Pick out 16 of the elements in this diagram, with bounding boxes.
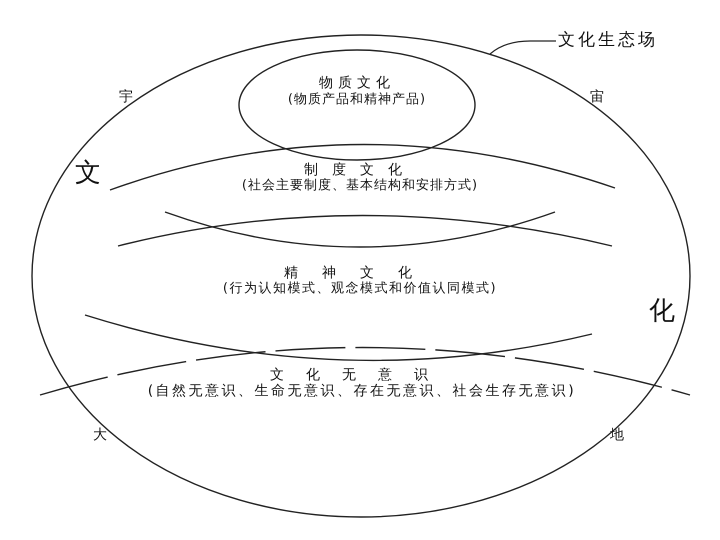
layer-title: 文化无意识: [270, 368, 450, 382]
layer-description: (行为认知模式、观念模式和价值认同模式): [222, 282, 498, 295]
layer-description: (物质产品和精神产品): [288, 93, 426, 106]
layer-title: 物质文化: [319, 76, 395, 90]
layer-title: 精神文化: [284, 266, 436, 280]
leader-label: 文化生态场: [558, 32, 658, 49]
corner-character: 地: [610, 428, 624, 442]
side-character: 化: [649, 298, 675, 324]
corner-character: 宇: [119, 90, 133, 104]
layer-title: 制度文化: [304, 163, 416, 177]
leader-line: [490, 40, 556, 54]
side-character: 文: [75, 160, 101, 186]
corner-character: 宙: [590, 90, 604, 104]
layer-description: (社会主要制度、基本结构和安排方式): [242, 179, 478, 192]
corner-character: 大: [93, 428, 107, 442]
layer-description: (自然无意识、生命无意识、存在无意识、社会生存无意识): [148, 384, 576, 398]
